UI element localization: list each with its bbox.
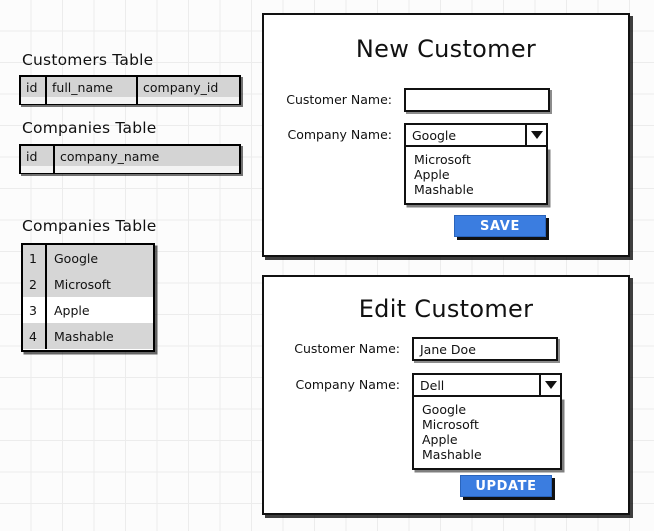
company-name-combobox[interactable]: Dell Google Microsoft Apple Mashable	[412, 373, 562, 470]
schema-header-row: id company_name	[21, 146, 239, 166]
company-name-label: Company Name:	[295, 377, 400, 392]
combobox-field[interactable]: Google	[404, 123, 548, 147]
companies-data-heading: Companies Table	[22, 217, 157, 235]
table-row[interactable]: 2 Microsoft	[23, 271, 153, 297]
customer-name-row: Customer Name: Jane Doe	[290, 337, 620, 361]
company-name-label: Company Name:	[287, 127, 392, 142]
new-customer-panel: New Customer Customer Name: Company Name…	[262, 13, 630, 257]
customer-name-input[interactable]: Jane Doe	[412, 337, 558, 361]
combobox-option-list[interactable]: Microsoft Apple Mashable	[404, 147, 548, 205]
customer-name-label: Customer Name:	[286, 92, 392, 107]
combobox-option[interactable]: Microsoft	[422, 417, 479, 432]
chevron-down-icon[interactable]	[525, 125, 546, 145]
companies-table-heading: Companies Table	[22, 119, 157, 137]
combobox-option-list[interactable]: Google Microsoft Apple Mashable	[412, 397, 562, 470]
row-value: Apple	[45, 297, 153, 323]
customers-table-schema: id full_name company_id	[19, 75, 241, 105]
edit-customer-panel: Edit Customer Customer Name: Jane Doe Co…	[262, 275, 630, 515]
chevron-down-glyph	[530, 131, 543, 139]
company-name-combobox[interactable]: Google Microsoft Apple Mashable	[404, 123, 548, 205]
column-header-id: id	[26, 79, 38, 95]
combobox-selected-value: Dell	[420, 377, 445, 393]
customer-name-input[interactable]	[404, 88, 550, 112]
combobox-option[interactable]: Mashable	[422, 447, 482, 462]
cell-company-id	[136, 97, 239, 104]
combobox-option[interactable]: Mashable	[414, 182, 474, 197]
customers-table-heading: Customers Table	[22, 51, 154, 69]
combobox-field[interactable]: Dell	[412, 373, 562, 397]
cell-id	[21, 97, 45, 104]
combobox-option[interactable]: Apple	[414, 167, 450, 182]
customer-name-label: Customer Name:	[294, 341, 400, 356]
table-row[interactable]: 4 Mashable	[23, 323, 153, 349]
cell-full-name	[45, 97, 136, 104]
companies-table-schema: id company_name	[19, 144, 241, 174]
row-value: Microsoft	[45, 271, 153, 297]
companies-data-table: 1 Google 2 Microsoft 3 Apple 4 Mashable	[21, 243, 155, 352]
chevron-down-glyph	[544, 381, 557, 389]
column-header-full-name: full_name	[45, 77, 136, 97]
save-button[interactable]: SAVE	[454, 215, 546, 237]
company-name-row: Company Name: Google Microsoft Apple Mas…	[282, 123, 612, 205]
chevron-down-icon[interactable]	[539, 375, 560, 395]
row-id: 3	[29, 302, 37, 318]
row-value: Google	[45, 245, 153, 271]
row-id: 2	[29, 276, 37, 292]
column-header-company-id: company_id	[136, 77, 239, 97]
combobox-option[interactable]: Google	[422, 402, 467, 417]
page-title: Edit Customer	[358, 295, 534, 323]
row-id: 1	[29, 250, 37, 266]
company-name-row: Company Name: Dell Google Microsoft Appl…	[290, 373, 620, 470]
row-value: Mashable	[45, 323, 153, 349]
schema-header-row: id full_name company_id	[21, 77, 239, 97]
table-row[interactable]: 1 Google	[23, 245, 153, 271]
update-button[interactable]: UPDATE	[460, 475, 552, 497]
schema-empty-row	[21, 166, 239, 173]
schema-empty-row	[21, 97, 239, 104]
customer-name-row: Customer Name:	[282, 88, 612, 112]
cell-id	[21, 166, 53, 173]
page-title: New Customer	[355, 35, 537, 63]
cell-company-name	[53, 166, 239, 173]
table-row[interactable]: 3 Apple	[23, 297, 153, 323]
combobox-selected-value: Google	[412, 127, 457, 143]
combobox-option[interactable]: Apple	[422, 432, 458, 447]
row-id: 4	[29, 328, 37, 344]
combobox-option[interactable]: Microsoft	[414, 152, 471, 167]
column-header-company-name: company_name	[53, 146, 239, 166]
column-header-id: id	[26, 148, 38, 164]
